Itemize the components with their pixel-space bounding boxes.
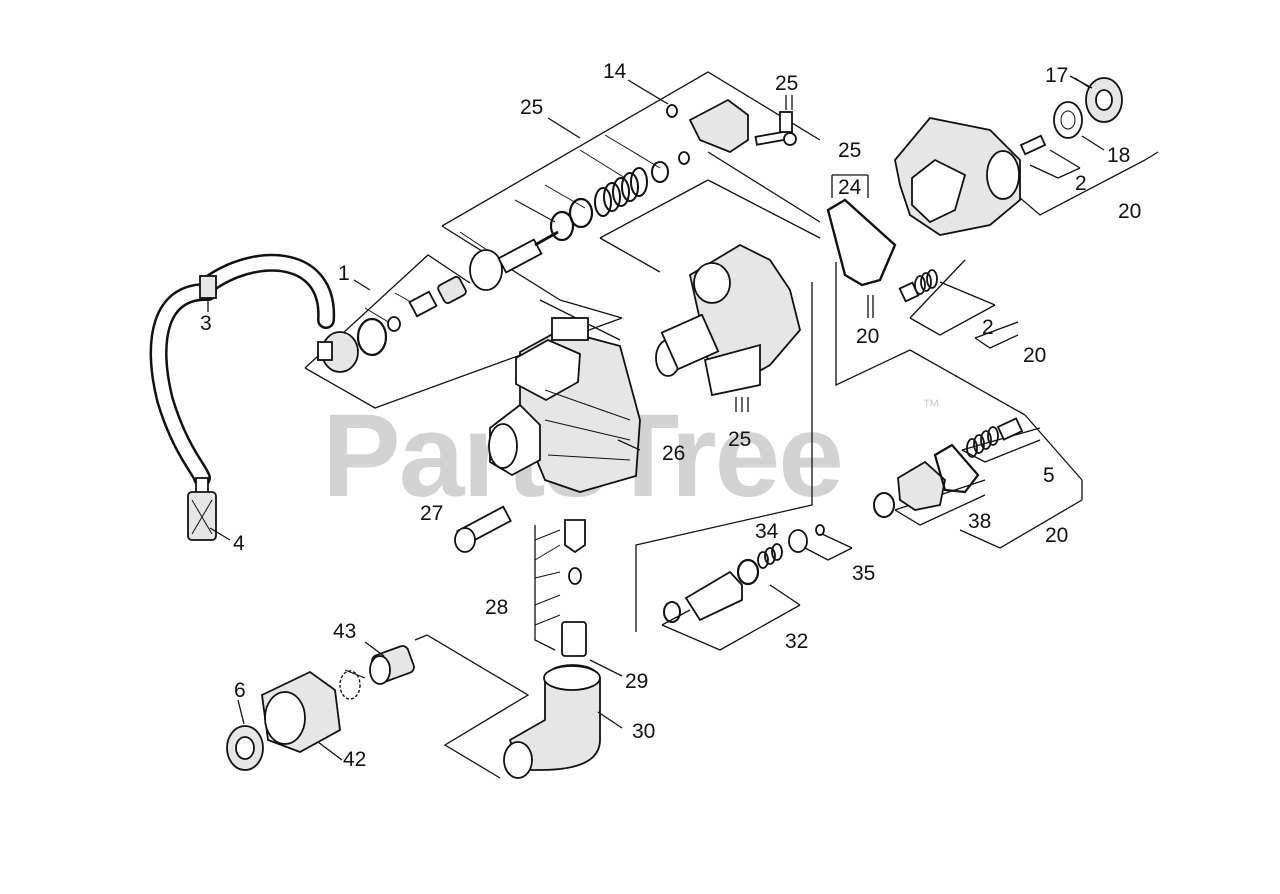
callout-14: 14 xyxy=(603,60,627,83)
callout-1: 1 xyxy=(338,262,350,285)
callout-20: 20 xyxy=(1023,344,1046,367)
callout-18: 18 xyxy=(1107,144,1130,167)
spring xyxy=(594,167,648,217)
callout-leaders xyxy=(207,75,1105,761)
callout-25: 25 xyxy=(838,139,861,162)
callout-2: 2 xyxy=(1075,172,1087,195)
small-spring xyxy=(914,269,938,295)
callout-28: 28 xyxy=(485,596,508,619)
callout-20: 20 xyxy=(856,325,879,348)
valve-spring xyxy=(966,426,999,458)
spring-34 xyxy=(757,543,783,569)
trademark-symbol: ™ xyxy=(922,396,940,416)
callout-4: 4 xyxy=(233,532,245,555)
callout-2: 2 xyxy=(982,316,994,339)
callout-20: 20 xyxy=(1118,200,1141,223)
callout-32: 32 xyxy=(785,630,808,653)
callout-17: 17 xyxy=(1045,64,1068,87)
callout-27: 27 xyxy=(420,502,443,525)
callout-25: 25 xyxy=(775,72,798,95)
callout-38: 38 xyxy=(968,510,991,533)
callout-34: 34 xyxy=(755,520,779,543)
callout-35: 35 xyxy=(852,562,875,585)
leader-lines xyxy=(304,71,1159,779)
callout-5: 5 xyxy=(1043,464,1055,487)
callout-29: 29 xyxy=(625,670,648,693)
callout-26: 26 xyxy=(662,442,685,465)
callout-25: 25 xyxy=(728,428,751,451)
callout-labels: 14 25 25 25 24 17 18 2 20 1 3 20 2 20 25… xyxy=(200,60,1141,771)
parts xyxy=(149,77,1123,779)
callout-42: 42 xyxy=(343,748,366,771)
callout-43: 43 xyxy=(333,620,356,643)
callout-24: 24 xyxy=(838,176,862,199)
callout-3: 3 xyxy=(200,312,212,335)
callout-25: 25 xyxy=(520,96,543,119)
callout-30: 30 xyxy=(632,720,655,743)
callout-20: 20 xyxy=(1045,524,1068,547)
callout-6: 6 xyxy=(234,679,246,702)
